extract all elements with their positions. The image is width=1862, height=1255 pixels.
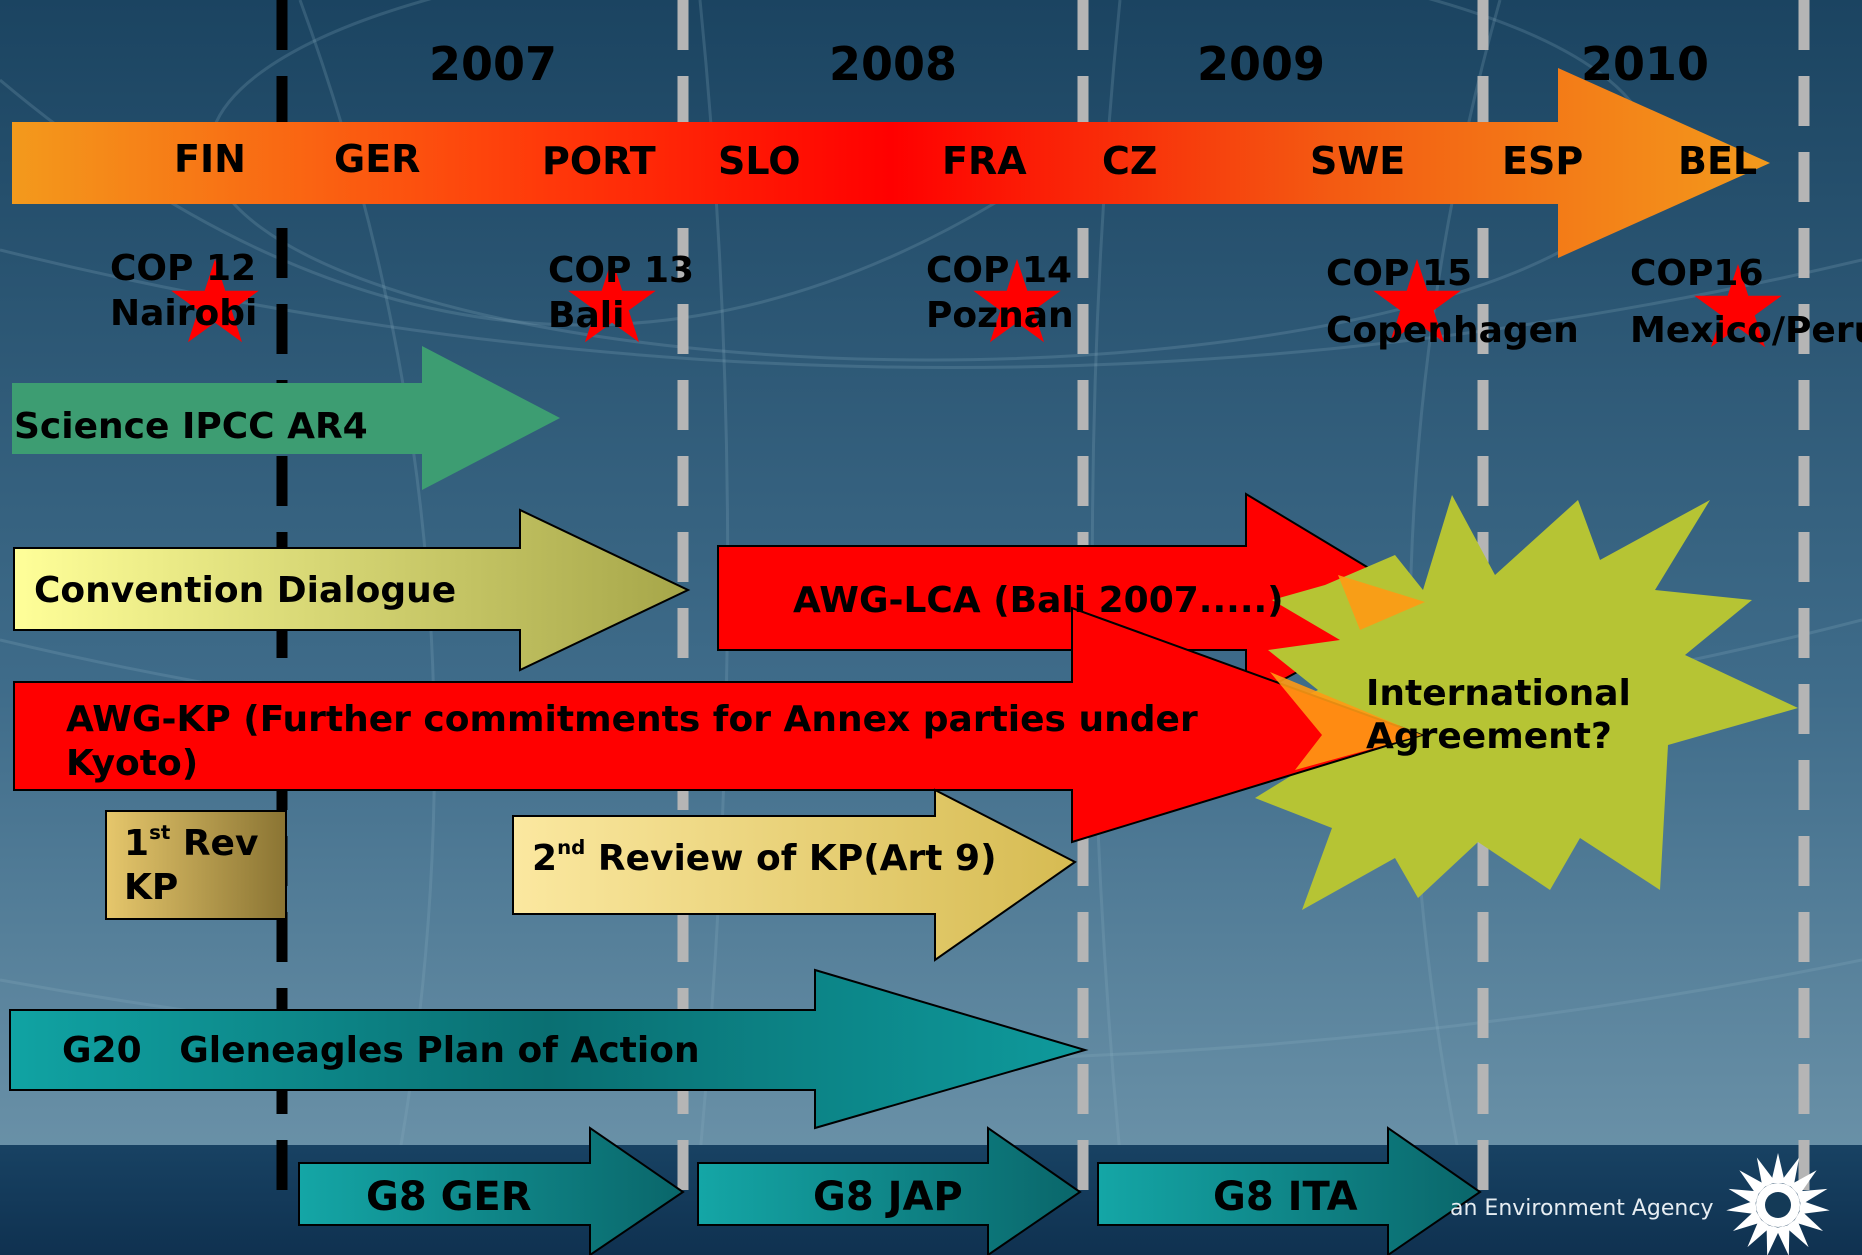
g8-jap-arrow bbox=[697, 1126, 1082, 1255]
overlap-accent bbox=[1270, 672, 1422, 770]
presidency-swe: SWE bbox=[1310, 139, 1406, 183]
second-review-arrow bbox=[512, 788, 1077, 962]
year-2009: 2009 bbox=[1197, 37, 1326, 91]
awg-lca-label: AWG-LCA (Bali 2007.....) bbox=[793, 580, 1284, 621]
first-review-label: 1st Rev KP bbox=[124, 822, 258, 910]
presidency-bel: BEL bbox=[1678, 139, 1758, 183]
cop14-label: COP 14 Poznan bbox=[926, 248, 1074, 338]
awg-kp-line1: AWG-KP (Further commitments for Annex pa… bbox=[66, 699, 1198, 740]
awg-kp-label: AWG-KP (Further commitments for Annex pa… bbox=[66, 698, 1198, 786]
g8-ita-arrow bbox=[1097, 1126, 1482, 1255]
presidency-esp: ESP bbox=[1502, 139, 1584, 183]
agreement-line1: International bbox=[1366, 673, 1631, 714]
science-arrow bbox=[12, 346, 560, 490]
star-icon bbox=[1694, 264, 1782, 348]
awg-kp-line2: Kyoto) bbox=[66, 742, 199, 784]
presidency-cz: CZ bbox=[1102, 139, 1158, 183]
star-icon bbox=[171, 259, 259, 343]
convention-arrow bbox=[13, 508, 691, 672]
overlap-accent bbox=[1338, 575, 1425, 630]
cop-name: COP 13 bbox=[548, 250, 695, 291]
agreement-line2: Agreement? bbox=[1366, 716, 1612, 758]
cop-city: Poznan bbox=[926, 295, 1074, 336]
year-2008: 2008 bbox=[829, 37, 958, 91]
year-2007: 2007 bbox=[429, 37, 558, 91]
agency-name: an Environment Agency bbox=[1450, 1196, 1714, 1221]
g20-arrow bbox=[9, 968, 1089, 1130]
cop-stars bbox=[171, 259, 1782, 348]
star-icon bbox=[973, 259, 1061, 343]
cop-name: COP16 bbox=[1630, 253, 1764, 294]
year-2010: 2010 bbox=[1581, 37, 1710, 91]
cop12-label: COP 12 Nairobi bbox=[110, 246, 257, 336]
second-review-label: 2nd Review of KP(Art 9) bbox=[532, 836, 997, 879]
star-icon bbox=[568, 259, 656, 343]
cop16-label: COP16 Mexico/Peru bbox=[1630, 246, 1862, 360]
presidency-port: PORT bbox=[542, 139, 656, 183]
agreement-label: International Agreement? bbox=[1366, 672, 1631, 758]
presidency-slo: SLO bbox=[718, 139, 801, 183]
presidency-ger: GER bbox=[334, 137, 421, 181]
cop15-label: COP 15 Copenhagen bbox=[1326, 246, 1579, 360]
eea-logo-icon bbox=[1726, 1153, 1830, 1255]
presidency-fin: FIN bbox=[174, 137, 246, 181]
cop-name: COP 12 bbox=[110, 248, 257, 289]
g8-ger-arrow bbox=[298, 1126, 685, 1255]
g8-ger-label: G8 GER bbox=[366, 1174, 532, 1220]
cop13-label: COP 13 Bali bbox=[548, 248, 694, 338]
first-review-line2: KP bbox=[124, 866, 179, 908]
science-label: Science IPCC AR4 bbox=[14, 406, 368, 447]
first-review-box bbox=[105, 810, 287, 920]
g8-ita-label: G8 ITA bbox=[1213, 1174, 1358, 1220]
cop-city: Mexico/Peru bbox=[1630, 309, 1862, 351]
convention-label: Convention Dialogue bbox=[34, 570, 457, 611]
cop-name: COP 14 bbox=[926, 250, 1073, 291]
cop-city: Nairobi bbox=[110, 293, 258, 334]
first-review-line1: 1st Rev bbox=[124, 821, 259, 864]
cop-city: Copenhagen bbox=[1326, 309, 1579, 351]
star-icon bbox=[1373, 259, 1461, 343]
cop-name: COP 15 bbox=[1326, 253, 1473, 294]
presidency-arrow bbox=[12, 68, 1770, 258]
g20-label: G20 Gleneagles Plan of Action bbox=[62, 1030, 700, 1071]
g8-jap-label: G8 JAP bbox=[813, 1174, 963, 1220]
cop-city: Bali bbox=[548, 295, 625, 336]
presidency-fra: FRA bbox=[942, 139, 1027, 183]
awg-kp-arrow bbox=[13, 606, 1426, 844]
